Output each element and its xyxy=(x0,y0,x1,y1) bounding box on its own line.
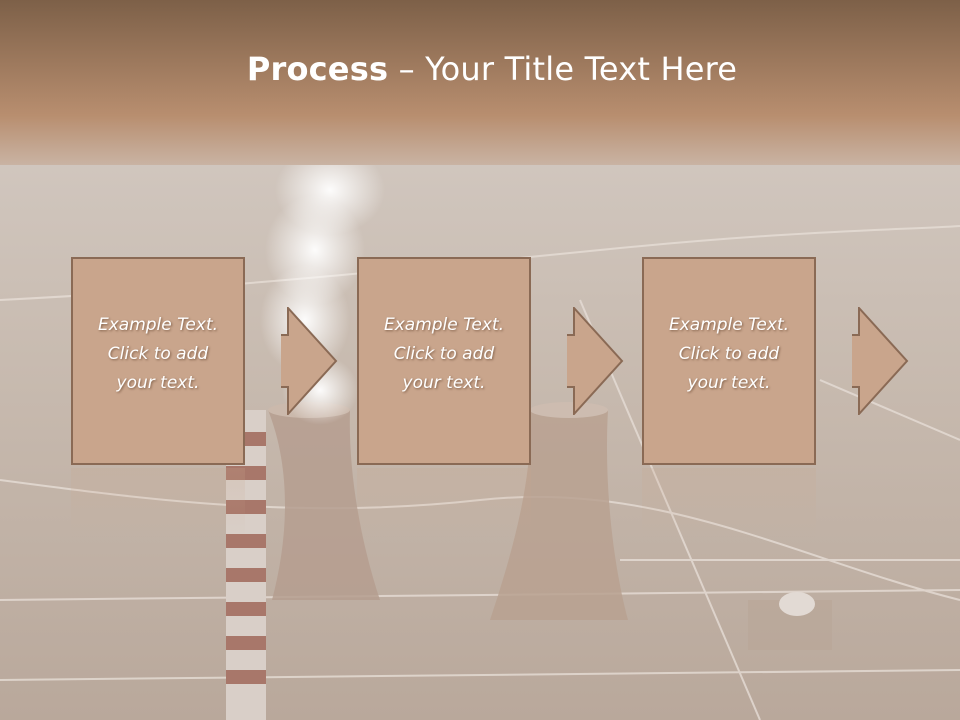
step-2-arrow-icon xyxy=(567,307,624,415)
step-1-reflection xyxy=(71,468,245,538)
step-1-arrow-icon xyxy=(281,307,338,415)
step-1-line-3: your text. xyxy=(116,373,200,393)
step-2-reflection xyxy=(357,468,531,538)
step-3-arrow-icon xyxy=(852,307,909,415)
step-3-reflection xyxy=(642,468,816,538)
step-2-line-2: Click to add xyxy=(393,344,495,364)
step-1-line-2: Click to add xyxy=(107,344,209,364)
step-1-line-1: Example Text. xyxy=(97,315,219,335)
step-1-box[interactable]: Example Text. Click to add your text. xyxy=(71,257,245,465)
step-3-line-1: Example Text. xyxy=(668,315,790,335)
step-3-line-2: Click to add xyxy=(678,344,780,364)
slide-title: Process – Your Title Text Here xyxy=(0,50,960,88)
step-3-line-3: your text. xyxy=(687,373,771,393)
step-2-box[interactable]: Example Text. Click to add your text. xyxy=(357,257,531,465)
step-2-line-1: Example Text. xyxy=(383,315,505,335)
step-3-box[interactable]: Example Text. Click to add your text. xyxy=(642,257,816,465)
step-2-line-3: your text. xyxy=(402,373,486,393)
step-1-text: Example Text. Click to add your text. xyxy=(73,311,243,398)
step-2-text: Example Text. Click to add your text. xyxy=(359,311,529,398)
title-bold: Process xyxy=(246,50,389,88)
title-rest: – Your Title Text Here xyxy=(388,50,738,88)
step-3-text: Example Text. Click to add your text. xyxy=(644,311,814,398)
